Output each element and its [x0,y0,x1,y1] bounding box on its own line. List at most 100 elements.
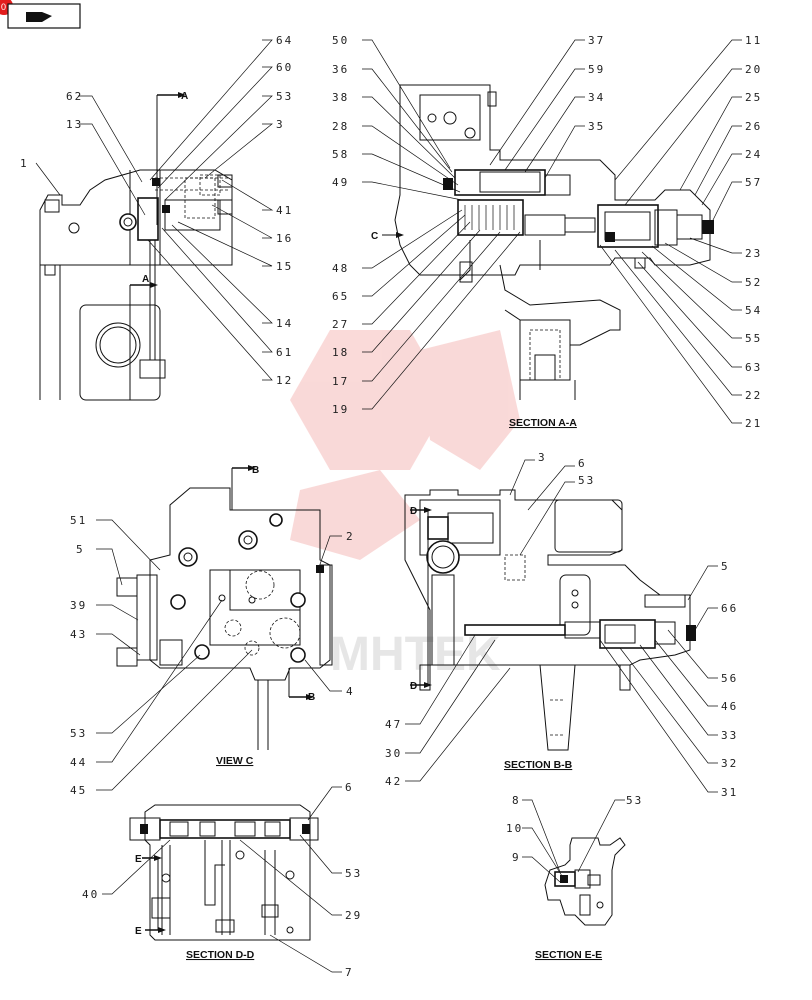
view-c-leaders [96,519,342,791]
cut-b-top-label: B [252,465,259,476]
book-icon [26,12,52,22]
section-dd-leaders [102,786,342,973]
section-dd-callouts: 6 53 29 7 40 SECTION D-D [82,781,362,979]
callout-49: 49 [332,176,349,189]
callout-bb-53: 53 [578,474,595,487]
callout-21: 21 [745,417,762,430]
callout-24: 24 [745,148,762,161]
callout-3: 3 [276,118,285,131]
callout-56: 56 [721,672,738,685]
section-aa-title: SECTION A-A [509,417,577,429]
section-ee-leaders [522,799,625,883]
callout-65: 65 [332,290,349,303]
top-left-callouts: 1 62 13 64 60 53 3 41 16 15 14 61 12 [20,34,293,387]
callout-57: 57 [745,176,762,189]
callout-37: 37 [588,34,605,47]
callout-ee-53: 53 [626,794,643,807]
callout-58: 58 [332,148,349,161]
callout-18: 18 [332,346,349,359]
section-bb-title: SECTION B-B [504,759,573,771]
cut-e-top-label: E [135,854,142,865]
section-bb-drawing: D D [404,489,696,751]
callout-35: 35 [588,120,605,133]
callout-16: 16 [276,232,293,245]
section-dd-drawing: E E [129,804,319,941]
callout-40: 40 [82,888,99,901]
svg-text:0: 0 [1,2,6,12]
section-ee-drawing [544,837,626,926]
callout-31: 31 [721,786,738,799]
callout-bb-3: 3 [538,451,547,464]
top-left-leaders [35,39,274,381]
section-ee-callouts: 8 10 9 53 SECTION E-E [506,794,643,961]
nav-badge[interactable]: 0 [0,0,81,29]
callout-17: 17 [332,375,349,388]
callout-dd-6: 6 [345,781,354,794]
callout-7: 7 [345,966,354,979]
cut-d-top-label: D [410,506,417,517]
callout-26: 26 [745,120,762,133]
callout-27: 27 [332,318,349,331]
view-c-callouts: 51 5 39 43 53 44 45 2 4 VIEW C [70,514,355,797]
callout-9: 9 [512,851,521,864]
callout-63: 63 [745,361,762,374]
callout-32: 32 [721,757,738,770]
cut-b-bottom-label: B [308,692,315,703]
section-bb-callouts: 3 6 53 5 66 56 46 33 32 31 47 30 42 SECT… [385,451,738,799]
callout-11: 11 [745,34,762,47]
callout-48: 48 [332,262,349,275]
callout-60: 60 [276,61,293,74]
watermark-text: MHTEK [330,628,501,681]
callout-8: 8 [512,794,521,807]
cut-a-bottom-label: A [142,274,149,285]
callout-12: 12 [276,374,293,387]
callout-15: 15 [276,260,293,273]
cut-d-bottom-label: D [410,681,417,692]
watermark-logo: MHTEK [290,330,520,681]
callout-47: 47 [385,718,402,731]
callout-66: 66 [721,602,738,615]
callout-20: 20 [745,63,762,76]
top-left-view: A A [39,91,233,401]
callout-bb-5: 5 [721,560,730,573]
callout-43: 43 [70,628,87,641]
section-ee-title: SECTION E-E [535,949,602,961]
callout-25: 25 [745,91,762,104]
callout-36: 36 [332,63,349,76]
callout-dd-53: 53 [345,867,362,880]
callout-22: 22 [745,389,762,402]
callout-10: 10 [506,822,523,835]
callout-4: 4 [346,685,355,698]
view-c-title: VIEW C [216,755,254,767]
callout-1: 1 [20,157,29,170]
callout-46: 46 [721,700,738,713]
callout-bb-6: 6 [578,457,587,470]
callout-34: 34 [588,91,605,104]
callout-29: 29 [345,909,362,922]
callout-2: 2 [346,530,355,543]
section-aa-drawing: C [371,84,714,400]
callout-39: 39 [70,599,87,612]
callout-64: 64 [276,34,293,47]
callout-41: 41 [276,204,293,217]
cut-c-label: C [371,231,378,242]
section-aa-leaders [362,39,742,424]
view-c-drawing: B B [116,465,333,750]
callout-30: 30 [385,747,402,760]
callout-51: 51 [70,514,87,527]
callout-38: 38 [332,91,349,104]
callout-13: 13 [66,118,83,131]
cut-a-top-label: A [181,91,188,102]
callout-61: 61 [276,346,293,359]
callout-53: 53 [70,727,87,740]
callout-19: 19 [332,403,349,416]
section-dd-title: SECTION D-D [186,949,255,961]
callout-23: 23 [745,247,762,260]
section-aa-callouts: 50 36 38 28 58 49 48 65 27 18 17 19 37 5… [332,34,762,430]
callout-45: 45 [70,784,87,797]
callout-5: 5 [76,543,85,556]
callout-44: 44 [70,756,87,769]
callout-33: 33 [721,729,738,742]
callout-53: 53 [276,90,293,103]
